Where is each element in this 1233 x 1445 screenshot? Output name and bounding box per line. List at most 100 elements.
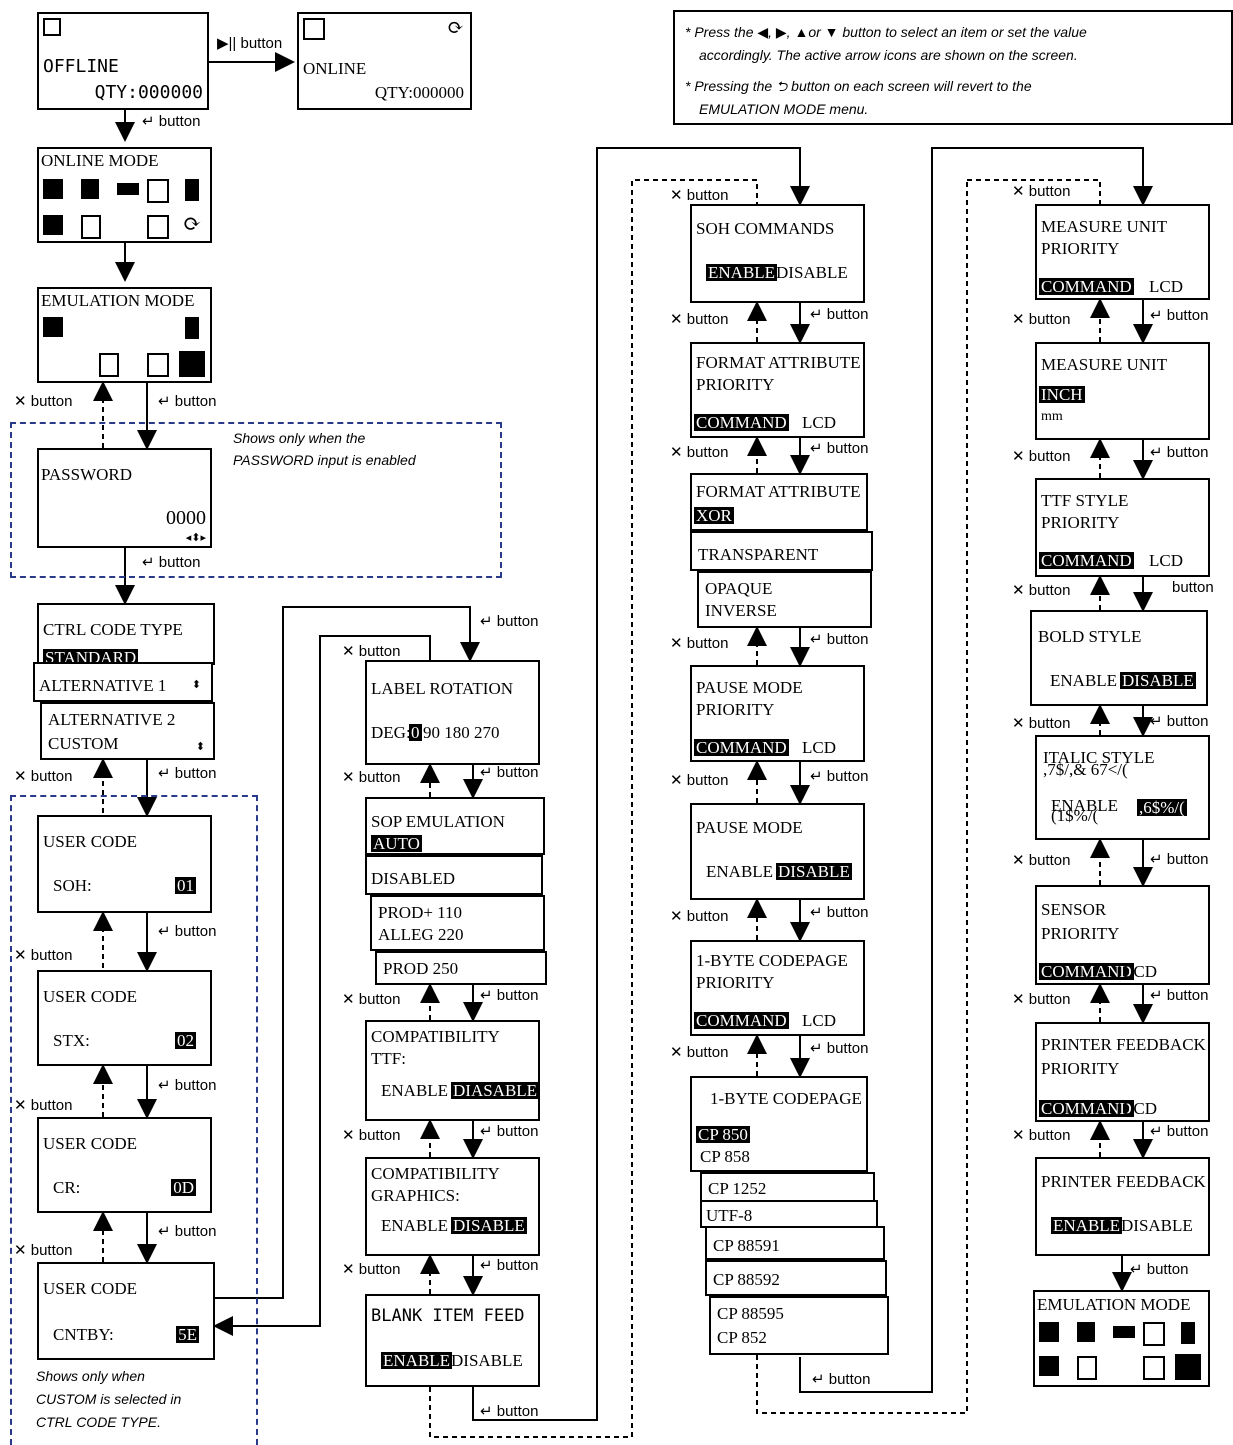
fap-title: FORMAT ATTRIBUTE	[696, 353, 861, 372]
user-code-label: CNTBY:	[53, 1325, 114, 1344]
ttfs-command[interactable]: COMMAND	[1039, 551, 1134, 570]
fap-lcd[interactable]: LCD	[802, 413, 836, 432]
pmp-title: PAUSE MODE	[696, 678, 803, 697]
ctrl-opt-alt2[interactable]: ALTERNATIVE 2 CUSTOM ⬍	[40, 702, 215, 760]
cp-opt-858[interactable]: CP 858	[700, 1147, 750, 1166]
pm-enable[interactable]: ENABLE	[706, 862, 774, 881]
printer-icon	[1039, 1322, 1059, 1342]
cpp-command[interactable]: COMMAND	[694, 1011, 789, 1030]
emulation-mode-return-screen[interactable]: EMULATION MODE	[1033, 1290, 1210, 1387]
bold-disable[interactable]: DISABLE	[1120, 671, 1196, 690]
hammer-icon	[1181, 1322, 1195, 1344]
blank-enable[interactable]: ENABLE	[381, 1351, 453, 1370]
user-code-stx-screen[interactable]: USER CODE STX: 02	[37, 970, 212, 1066]
bold-enable[interactable]: ENABLE	[1050, 671, 1118, 690]
printer-icon	[43, 18, 61, 36]
cp-opt-utf8[interactable]: UTF-8	[700, 1200, 878, 1228]
sop-opt-disabled[interactable]: DISABLED	[365, 855, 543, 895]
sensor-priority-screen[interactable]: SENSOR PRIORITY COMMAND LCD	[1035, 885, 1210, 985]
pfp-lcd[interactable]: LCD	[1123, 1099, 1157, 1118]
rotation-deg-0[interactable]: 0	[409, 723, 422, 742]
online-mode-screen[interactable]: ONLINE MODE ⟳	[37, 147, 212, 243]
x-button-label: ✕ button	[14, 947, 73, 964]
document-icon	[1143, 1322, 1165, 1346]
emulation-mode-screen[interactable]: EMULATION MODE	[37, 287, 212, 383]
ttf-enable[interactable]: ENABLE	[381, 1081, 449, 1100]
sensor-lcd[interactable]: LCD	[1123, 962, 1157, 981]
ctrl-opt-standard[interactable]: STANDARD	[43, 648, 139, 667]
pf-enable[interactable]: ENABLE	[1051, 1216, 1123, 1235]
cpp-lcd[interactable]: LCD	[802, 1011, 836, 1030]
user-code-cr-screen[interactable]: USER CODE CR: 0D	[37, 1117, 212, 1213]
ttf-style-priority-screen[interactable]: TTF STYLE PRIORITY COMMAND LCD	[1035, 478, 1210, 577]
x-button-label: ✕ button	[342, 769, 401, 786]
ctrl-code-screen[interactable]: CTRL CODE TYPE STANDARD	[37, 603, 215, 667]
blank-disable[interactable]: DISABLE	[451, 1351, 523, 1370]
cp-opt-850[interactable]: CP 850	[696, 1125, 750, 1144]
pmp-lcd[interactable]: LCD	[802, 738, 836, 757]
fa-opt-transparent[interactable]: TRANSPARENT	[690, 531, 873, 571]
cp-opt-88591[interactable]: CP 88591	[705, 1226, 885, 1260]
compat-ttf-screen[interactable]: COMPATIBILITY TTF: ENABLE DIASABLE	[365, 1020, 540, 1121]
sop-opt-prod110[interactable]: PROD+ 110 ALLEG 220	[370, 895, 545, 951]
offline-screen[interactable]: OFFLINE QTY:000000	[37, 12, 209, 110]
cp-opt-88592[interactable]: CP 88592	[705, 1260, 887, 1296]
sop-opt-prod250[interactable]: PROD 250	[375, 951, 547, 985]
sop-opt-auto[interactable]: AUTO	[371, 834, 422, 853]
mu-opt-mm[interactable]: mm	[1041, 409, 1063, 424]
mup-command[interactable]: COMMAND	[1039, 277, 1134, 296]
cp-opt-88595[interactable]: CP 88595 CP 852	[709, 1296, 889, 1355]
bold-style-screen[interactable]: BOLD STYLE ENABLE DISABLE	[1030, 610, 1208, 706]
fa-opt-xor[interactable]: XOR	[694, 506, 734, 525]
fa-opt-opaque[interactable]: OPAQUE INVERSE	[697, 571, 872, 628]
password-screen[interactable]: PASSWORD 0000 ◂⬍▸	[37, 448, 212, 548]
ttfs-lcd[interactable]: LCD	[1149, 551, 1183, 570]
pf-disable[interactable]: DISABLE	[1121, 1216, 1193, 1235]
codepage-priority-screen[interactable]: 1-BYTE CODEPAGE PRIORITY COMMAND LCD	[690, 940, 865, 1036]
codepage-screen[interactable]: 1-BYTE CODEPAGE CP 850 CP 858	[690, 1076, 868, 1172]
italic-disable[interactable]: ,6$%/(	[1137, 798, 1187, 817]
online-screen[interactable]: ⟳ ONLINE QTY:000000	[297, 12, 472, 110]
measure-unit-priority-screen[interactable]: MEASURE UNIT PRIORITY COMMAND LCD	[1035, 204, 1210, 300]
mup-lcd[interactable]: LCD	[1149, 277, 1183, 296]
x-button-label: ✕ button	[342, 643, 401, 660]
blank-item-feed-screen[interactable]: BLANK ITEM FEED ENABLE DISABLE	[365, 1294, 540, 1387]
format-attr-priority-screen[interactable]: FORMAT ATTRIBUTE PRIORITY COMMAND LCD	[690, 342, 865, 438]
gfx-disable[interactable]: DISABLE	[451, 1216, 527, 1235]
label-rotation-screen[interactable]: LABEL ROTATION DEG: 0 90 180 270	[365, 660, 540, 765]
ctrl-opt-alt1[interactable]: ALTERNATIVE 1 ⬍	[33, 662, 213, 702]
rotation-deg-options: 90 180 270	[423, 723, 500, 742]
enter-button-label: ↵ button	[810, 1040, 869, 1057]
cp-opt-1252[interactable]: CP 1252	[700, 1172, 875, 1202]
pfp-command[interactable]: COMMAND	[1039, 1099, 1134, 1118]
sensor-command[interactable]: COMMAND	[1039, 962, 1134, 981]
gfx-enable[interactable]: ENABLE	[381, 1216, 449, 1235]
printer-feedback-priority-screen[interactable]: PRINTER FEEDBACK PRIORITY COMMAND LCD	[1035, 1022, 1210, 1122]
user-code-soh-screen[interactable]: USER CODE SOH: 01	[37, 815, 212, 913]
mu-opt-inch[interactable]: INCH	[1039, 385, 1085, 404]
pm-disable[interactable]: DISABLE	[776, 862, 852, 881]
soh-enable[interactable]: ENABLE	[706, 263, 778, 282]
measure-unit-screen[interactable]: MEASURE UNIT INCH mm	[1035, 342, 1210, 440]
printer-feedback-screen[interactable]: PRINTER FEEDBACK ENABLE DISABLE	[1035, 1157, 1210, 1256]
user-code-cntby-screen[interactable]: USER CODE CNTBY: 5E	[37, 1262, 215, 1360]
x-button-label: ✕ button	[1012, 991, 1071, 1008]
fap-command[interactable]: COMMAND	[694, 413, 789, 432]
italic-enable[interactable]: ENABLE	[1051, 796, 1119, 815]
pause-mode-screen[interactable]: PAUSE MODE ENABLE DISABLE	[690, 803, 865, 900]
sop-emulation-screen[interactable]: SOP EMULATION AUTO	[365, 797, 545, 855]
pause-mode-priority-screen[interactable]: PAUSE MODE PRIORITY COMMAND LCD	[690, 665, 865, 762]
ttf-disable[interactable]: DIASABLE	[451, 1081, 540, 1100]
compat-graphics-screen[interactable]: COMPATIBILITY GRAPHICS: ENABLE DISABLE	[365, 1157, 540, 1256]
mu-title: MEASURE UNIT	[1041, 355, 1168, 374]
pmp-command[interactable]: COMMAND	[694, 738, 789, 757]
soh-commands-screen[interactable]: SOH COMMANDS ENABLE DISABLE	[690, 204, 865, 303]
format-attr-screen[interactable]: FORMAT ATTRIBUTE XOR	[690, 473, 868, 531]
italic-style-screen[interactable]: ITALIC STYLE ,7$/,& 67</( ENABLE (1$%/( …	[1035, 735, 1210, 840]
x-button-label: ✕ button	[342, 1127, 401, 1144]
soh-disable[interactable]: DISABLE	[776, 263, 848, 282]
fa-opt-opaque-label: OPAQUE	[705, 579, 773, 598]
password-note-2: PASSWORD input is enabled	[233, 452, 416, 468]
emu2-title: EMULATION MODE	[1037, 1295, 1191, 1314]
pm-title: PAUSE MODE	[696, 818, 803, 837]
